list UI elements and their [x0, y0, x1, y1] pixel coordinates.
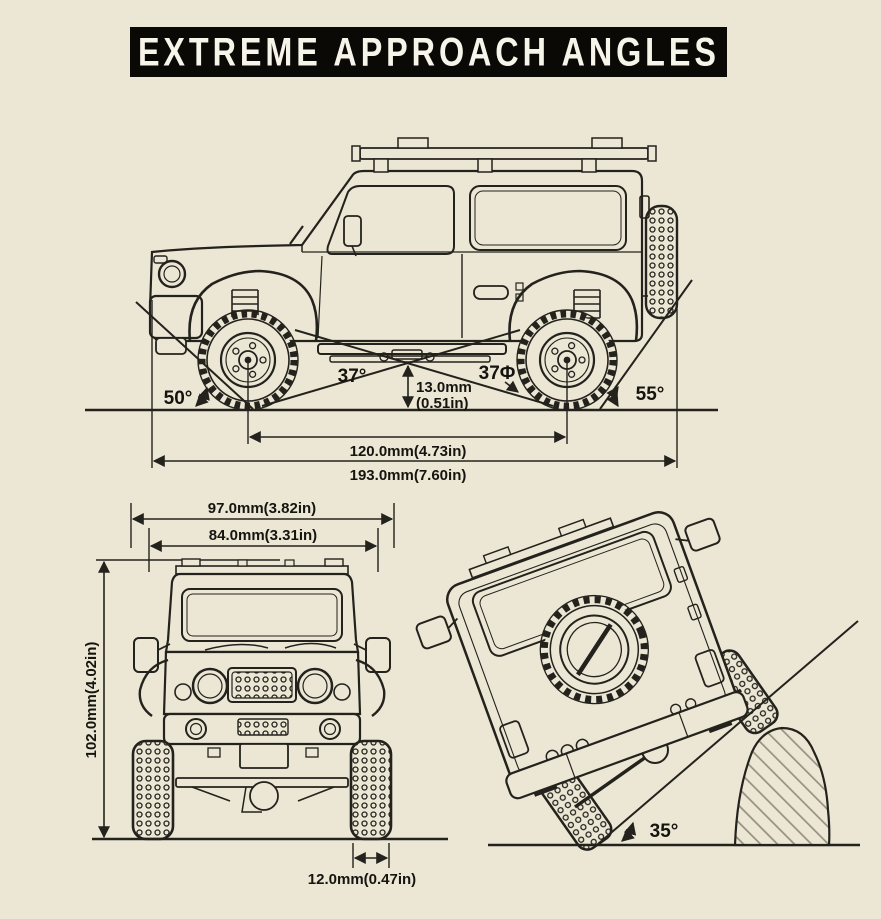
- breakover-front-label: 37°: [338, 366, 367, 387]
- ramp-angle-label: 35°: [650, 821, 679, 842]
- fog-light-left: [185, 718, 207, 740]
- tilt-body: [415, 511, 749, 800]
- roof-rack: [351, 137, 657, 173]
- rear-coil-spring: [573, 289, 601, 319]
- headlight: [157, 259, 187, 289]
- wiper-right: [284, 642, 337, 649]
- ramp-line: [597, 620, 859, 845]
- tilt-mirror-right: [684, 517, 721, 552]
- door-handle: [473, 285, 509, 300]
- breakover-rear-label: 37Φ: [479, 363, 516, 384]
- side-mirror: [343, 215, 362, 247]
- taillight-left: [499, 720, 530, 759]
- antenna: [289, 225, 304, 245]
- page-title: EXTREME APPROACH ANGLES: [137, 28, 720, 74]
- front-bumper: [148, 294, 204, 340]
- taillight-right: [694, 649, 725, 688]
- front-door-window: [326, 185, 455, 255]
- spare-tire-side: [644, 204, 679, 320]
- body-width-label: 84.0mm(3.31in): [209, 527, 317, 544]
- ramp-angle-arc: [621, 821, 637, 842]
- bumper-grille: [237, 718, 289, 736]
- approach-angle-arc: [195, 386, 210, 407]
- length-label: 193.0mm(7.60in): [350, 467, 467, 484]
- tilt-mirror-left: [415, 615, 452, 650]
- overall-width-label: 97.0mm(3.82in): [208, 500, 316, 517]
- approach-angle-label: 50°: [164, 388, 193, 409]
- grille: [227, 667, 297, 703]
- front-tire-right: [349, 739, 393, 841]
- turn-signal: [153, 255, 168, 264]
- approach-angle-line: [135, 301, 254, 410]
- rear-fender-flare: [508, 269, 639, 342]
- flare-right: [355, 658, 386, 717]
- wiper-left: [204, 643, 269, 651]
- mirror-right: [365, 637, 391, 673]
- license-plate: [239, 743, 289, 769]
- side-view-drawing: 37° 37Φ 50° 55° 13.0mm (0.51in) 120.0mm(…: [85, 137, 718, 484]
- mirror-left: [133, 637, 159, 673]
- headlight-right: [296, 667, 334, 705]
- departure-angle-arc: [606, 385, 619, 408]
- clearance-mm-label: 13.0mm: [416, 379, 472, 396]
- tire-width-label: 12.0mm(0.47in): [308, 871, 416, 888]
- front-fender-flare: [188, 269, 319, 342]
- flare-left: [138, 658, 169, 717]
- rock: [733, 726, 831, 847]
- front-axle: [175, 777, 349, 813]
- tilt-view-drawing: 35°: [415, 511, 860, 851]
- departure-angle-label: 55°: [636, 384, 665, 405]
- title-banner: EXTREME APPROACH ANGLES: [130, 27, 727, 77]
- front-roof-rack: [175, 558, 349, 575]
- windshield: [181, 588, 343, 642]
- height-label: 102.0mm(4.02in): [83, 642, 100, 759]
- spare-tire-rear: [539, 594, 649, 705]
- wheelbase-label: 120.0mm(4.73in): [350, 443, 467, 460]
- breakover-line-rear: [294, 329, 554, 407]
- fog-light-right: [319, 718, 341, 740]
- rear-side-window: [469, 185, 627, 251]
- front-view-drawing: 97.0mm(3.82in) 84.0mm(3.31in) 102.0mm(4.…: [83, 500, 448, 888]
- front-tire-left: [131, 739, 175, 841]
- rear-bumper: [505, 691, 749, 800]
- clearance-in-label: (0.51in): [416, 395, 469, 412]
- breakover-line-front: [261, 329, 521, 407]
